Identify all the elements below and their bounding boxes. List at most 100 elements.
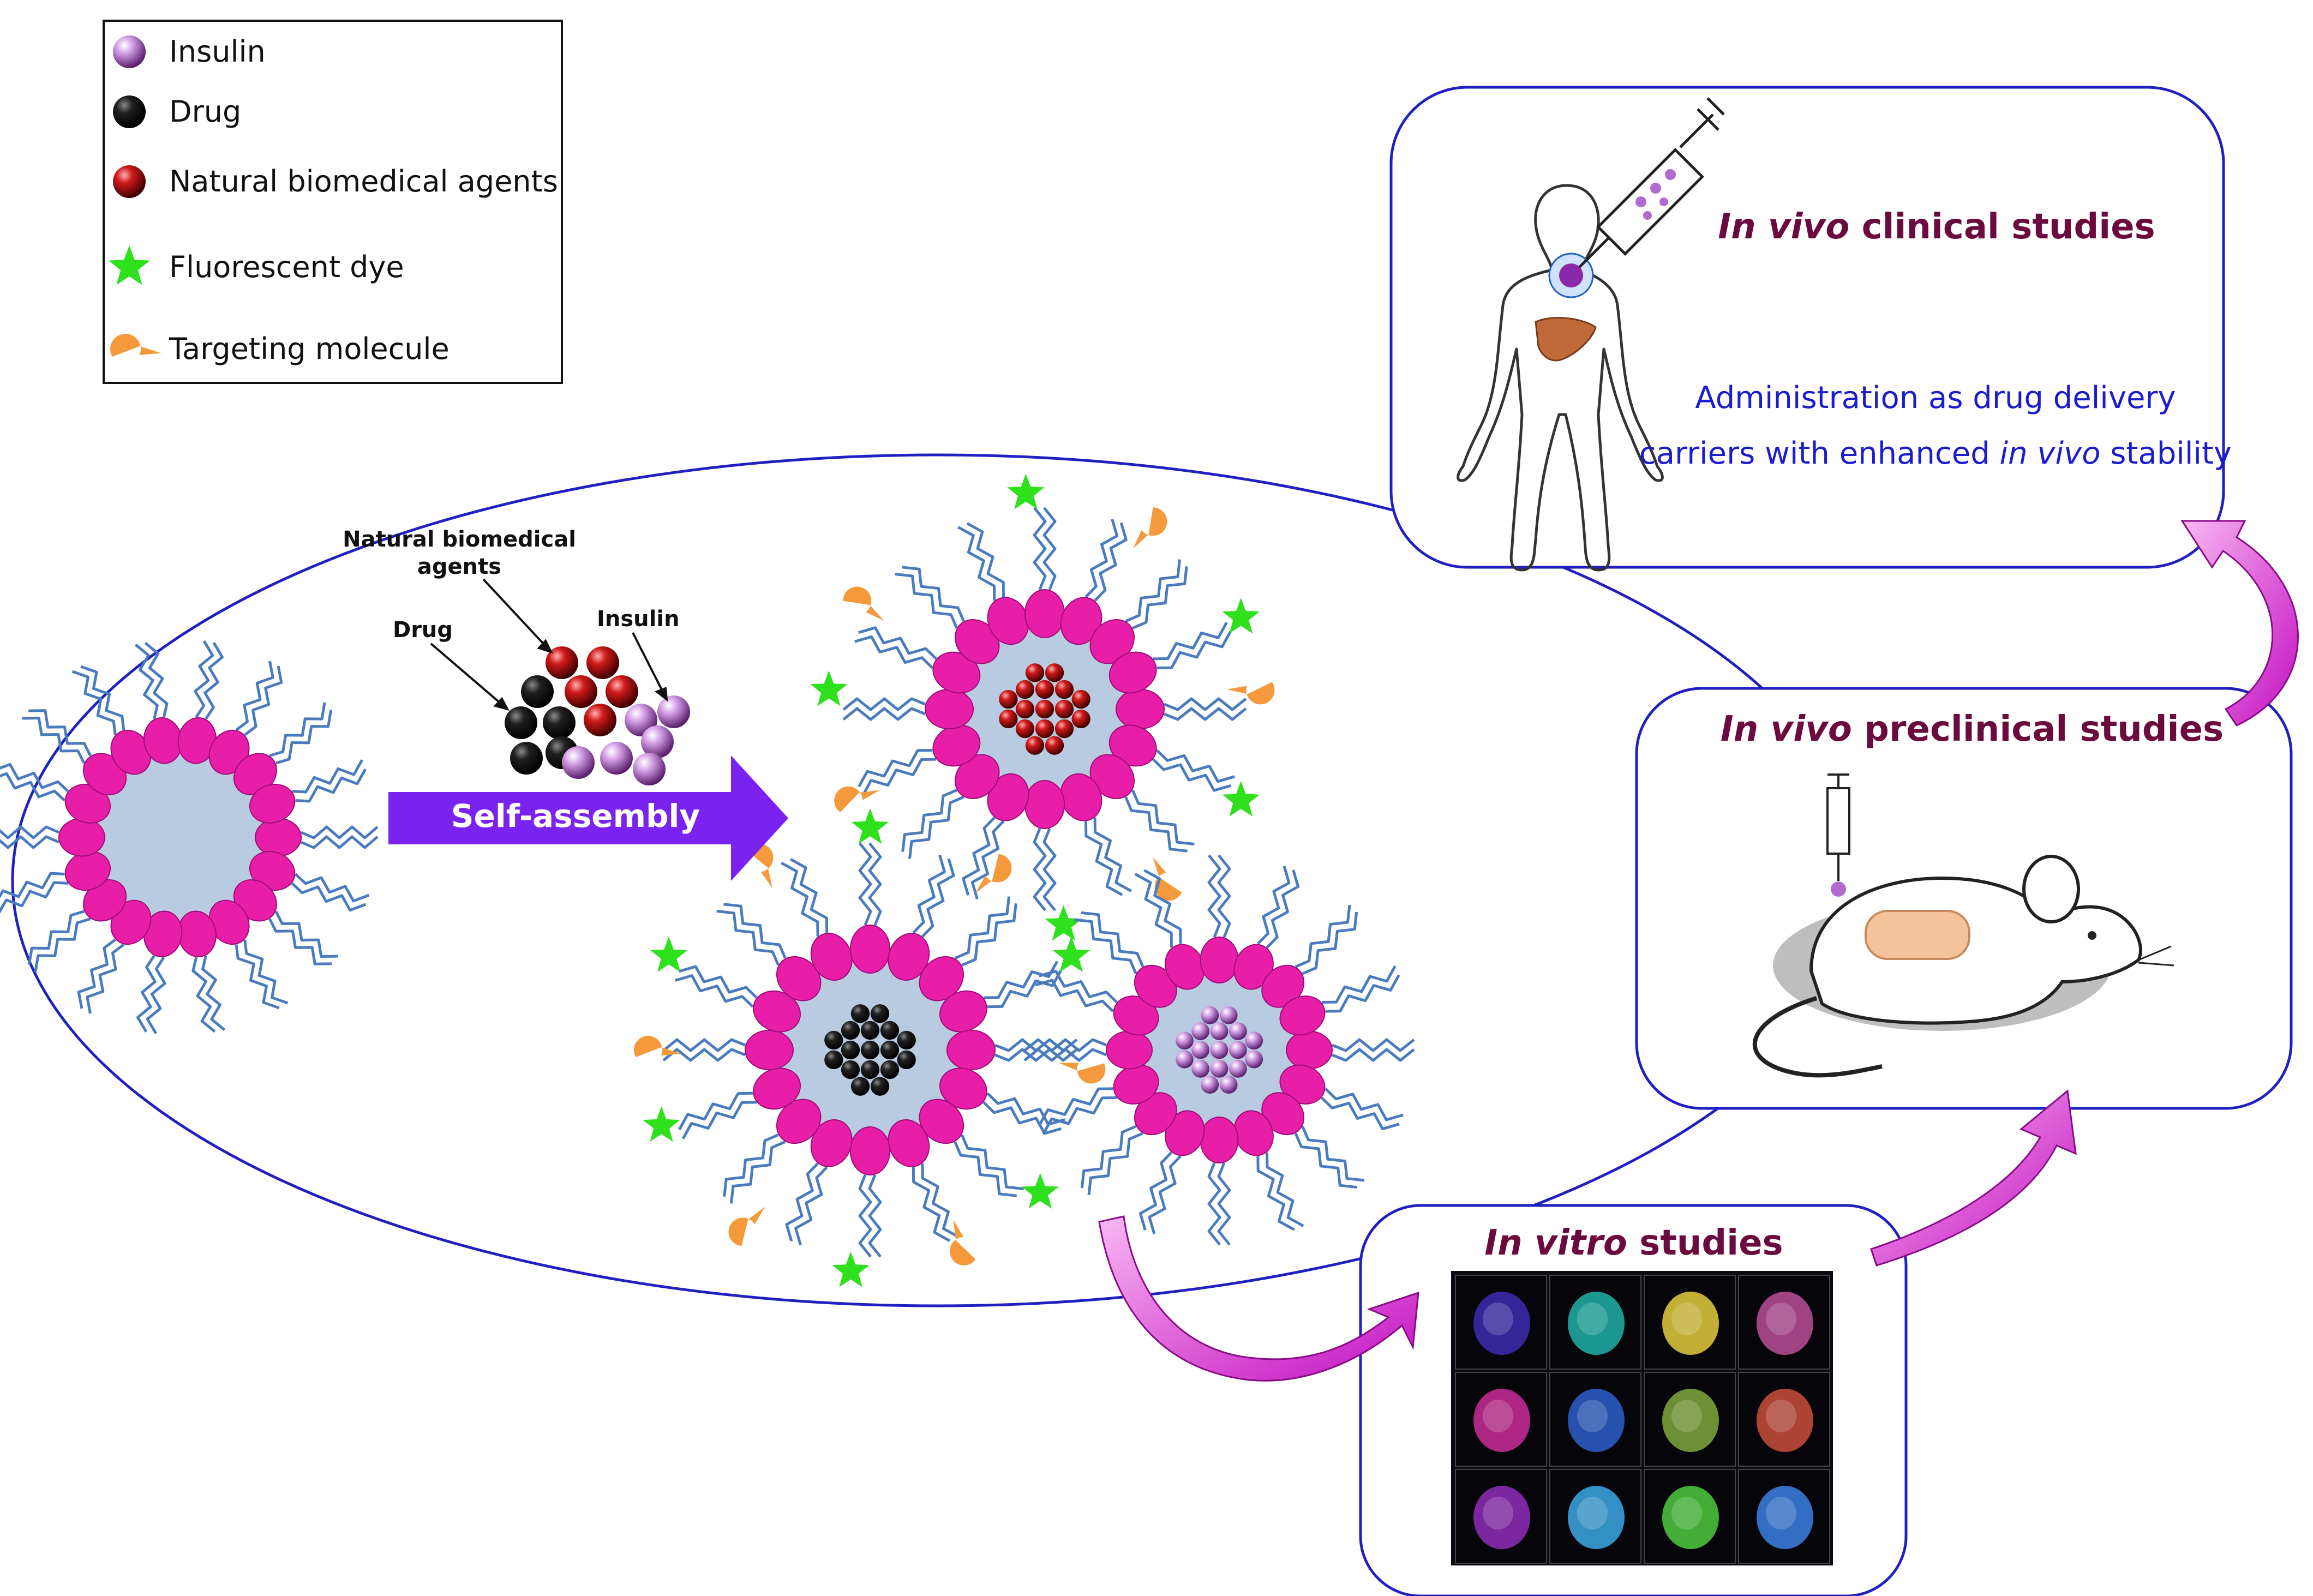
cargo-sphere	[1229, 1041, 1247, 1059]
cargo-sphere	[1054, 699, 1074, 719]
stained-cell-highlight	[1671, 1400, 1702, 1432]
micelle-head	[1024, 589, 1065, 638]
targeting-molecule-icon	[950, 1219, 976, 1265]
cargo-sphere	[584, 704, 616, 736]
micelle-head	[1106, 1030, 1153, 1070]
cargo-sphere	[543, 706, 576, 739]
cargo-sphere	[1054, 680, 1074, 699]
fluorescent-dye-icon	[1052, 937, 1090, 973]
targeting-molecule-icon	[843, 586, 884, 621]
legend-label: Insulin	[169, 34, 266, 69]
micelle-head	[946, 1029, 996, 1071]
legend-label: Drug	[169, 94, 241, 129]
micelle-head	[249, 784, 296, 824]
micelle-head	[849, 1126, 891, 1175]
in-vitro-studies-panel: In vitro studies	[1359, 1204, 1908, 1596]
cargo-sphere	[1219, 1076, 1238, 1094]
cargo-sphere	[870, 1077, 890, 1096]
micelle-head	[58, 818, 105, 857]
micelle-head	[810, 933, 853, 981]
cargo-sphere	[1035, 719, 1054, 739]
label-drug: Drug	[393, 617, 453, 643]
cargo-sphere	[841, 1040, 860, 1060]
stained-cell-highlight	[1671, 1497, 1702, 1529]
cargo-sphere	[860, 1040, 880, 1060]
preclinical-studies-title: In vivo preclinical studies	[1721, 709, 2224, 749]
curved-arrows	[1098, 520, 2299, 1382]
cargo-sphere	[880, 1021, 900, 1040]
stained-cell	[1568, 1292, 1625, 1355]
arrow-to-clinical	[2180, 520, 2299, 727]
stained-cell-highlight	[1766, 1497, 1796, 1529]
cargo-sphere	[1210, 1022, 1229, 1040]
cargo-sphere	[1201, 1076, 1219, 1094]
cargo-sphere	[841, 1021, 860, 1040]
micelle-head	[1200, 1117, 1239, 1163]
fluorescent-dye-icon	[643, 1106, 680, 1142]
micelle-head	[1200, 937, 1239, 983]
stained-cell-highlight	[1577, 1400, 1608, 1432]
micelle-group	[0, 473, 1415, 1287]
cargo-sphere	[1015, 680, 1035, 699]
micelle-head	[939, 990, 987, 1033]
legend-box	[103, 20, 563, 384]
stained-cell	[1662, 1292, 1719, 1355]
fluorescent-dye-icon	[1045, 905, 1082, 941]
empty-micelle	[0, 640, 379, 1035]
cargo-sphere	[999, 689, 1018, 709]
cargo-sphere	[1015, 699, 1035, 719]
cargo-sphere	[824, 1050, 843, 1070]
clinical-studies-panel: In vivo clinical studies Administration …	[1389, 86, 2232, 572]
cargo-sphere	[1245, 1031, 1263, 1050]
cargo-sphere	[1245, 1050, 1263, 1069]
cargo-sphere	[562, 746, 595, 779]
legend-item: Fluorescent dye	[109, 245, 404, 285]
cargo-sphere	[1025, 736, 1045, 755]
fluorescent-dye-icon	[650, 937, 688, 973]
cargo-sphere	[1015, 719, 1035, 739]
patch-icon	[1865, 910, 1970, 960]
cargo-sphere	[1054, 719, 1074, 739]
stained-cell-highlight	[1483, 1303, 1513, 1335]
micelle-head	[925, 688, 974, 730]
fluorescent-dye-icon	[1222, 781, 1260, 817]
micelle-head	[1024, 780, 1065, 829]
cargo-sphere	[1025, 663, 1045, 682]
stained-cell	[1473, 1292, 1530, 1355]
cargo-sphere	[897, 1030, 916, 1050]
cargo-sphere	[1191, 1041, 1209, 1059]
label-insulin: Insulin	[597, 607, 680, 632]
fluorescent-dye-icon	[1222, 598, 1260, 634]
micelle-head	[1108, 651, 1157, 694]
fluorescent-dye-icon	[1007, 473, 1045, 509]
micelle-head	[1279, 995, 1326, 1036]
syringe-icon	[1578, 97, 1725, 268]
targeting-molecule-icon	[1058, 1063, 1106, 1084]
cargo-sphere	[850, 1004, 870, 1023]
stained-cell-highlight	[1766, 1303, 1796, 1335]
stained-cell	[1757, 1389, 1813, 1452]
micelle-head	[753, 990, 801, 1033]
micelle-head	[776, 1099, 822, 1144]
self-assembly-label: Self-assembly	[451, 797, 700, 835]
stained-cell	[1662, 1486, 1719, 1549]
cargo-sphere	[606, 675, 638, 708]
targeting-molecule-icon	[634, 1036, 681, 1057]
stained-cell	[1662, 1389, 1719, 1452]
micelle-head	[776, 956, 822, 1001]
stained-cell-highlight	[1577, 1303, 1608, 1335]
micelle-head	[810, 1119, 853, 1167]
dye-star-icon	[109, 245, 150, 285]
stained-cell-highlight	[1577, 1497, 1608, 1529]
stained-cell	[1473, 1389, 1530, 1452]
targeting-molecule-icon	[1133, 507, 1167, 549]
cargo-sphere	[521, 675, 554, 708]
legend-label: Targeting molecule	[169, 332, 450, 366]
cargo-sphere	[600, 742, 633, 775]
targeting-molecule-icon	[1153, 857, 1182, 901]
cargo-pointer-lines	[430, 578, 668, 711]
stained-cell-highlight	[1483, 1497, 1513, 1529]
fluorescent-dye-icon	[1021, 1173, 1059, 1209]
